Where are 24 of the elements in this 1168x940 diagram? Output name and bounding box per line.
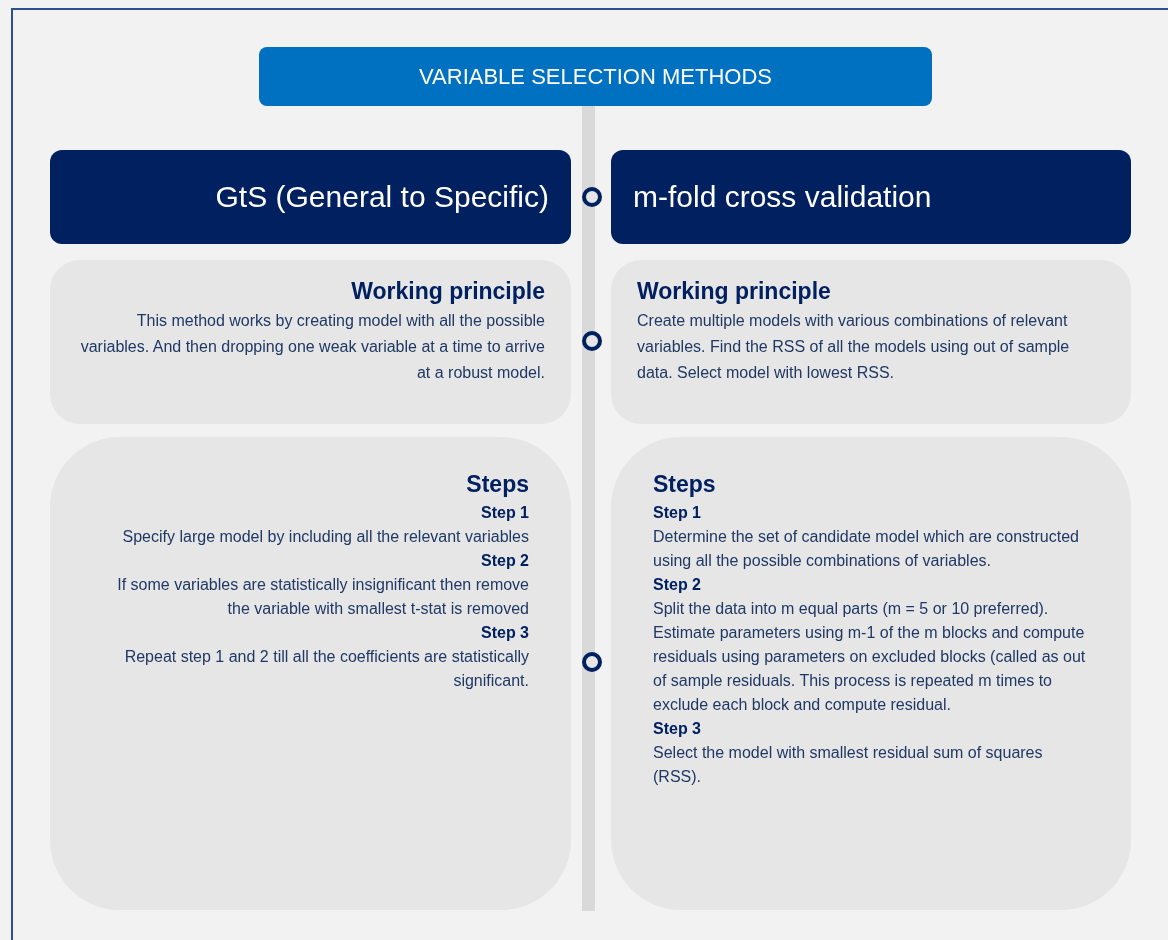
section-heading: Working principle xyxy=(637,278,832,305)
principle-text: Create multiple models with various combinations of relevant variables. Find the RSS of all the models using out of sample data. Select model with lowest RSS. xyxy=(637,311,1071,383)
step-label: Step 3 xyxy=(653,719,702,739)
step-label: Step 1 xyxy=(480,503,529,523)
method-name: m-fold cross validation xyxy=(633,180,932,214)
step-text: Specify large model by including all the relevant variables xyxy=(121,527,529,547)
step-text: Split the data into m equal parts (m = 5 or 10 preferred). Estimate parameters using m-1 of the m blocks and compute residuals using parameters on excluded blocks (called as out of sample residuals. This process is repeated m times to exclude each block and compute residual. xyxy=(653,599,1087,715)
step-label: Step 3 xyxy=(480,623,529,643)
step-label: Step 2 xyxy=(480,551,529,571)
method-header xyxy=(611,150,1131,244)
step-label: Step 1 xyxy=(653,503,702,523)
section-heading: Working principle xyxy=(350,278,545,305)
title-banner xyxy=(259,47,932,106)
step-text: Select the model with smallest residual sum of squares (RSS). xyxy=(653,743,1044,787)
method-header xyxy=(50,150,571,244)
principle-text: This method works by creating model with all the possible variables. And then dropping one weak variable at a time to arrive at a robust model. xyxy=(79,311,545,383)
step-text: Repeat step 1 and 2 till all the coefficients are statistically significant. xyxy=(123,647,529,691)
step-text: Determine the set of candidate model which are constructed using all the possible combinations of variables. xyxy=(653,527,1080,571)
section-heading: Steps xyxy=(653,471,717,498)
step-label: Step 2 xyxy=(653,575,702,595)
section-heading: Steps xyxy=(465,471,529,498)
method-name: GtS (General to Specific) xyxy=(215,180,549,214)
step-text: If some variables are statistically insignificant then remove the variable with smallest t-stat is removed xyxy=(116,575,529,619)
title-text: VARIABLE SELECTION METHODS xyxy=(419,63,772,90)
